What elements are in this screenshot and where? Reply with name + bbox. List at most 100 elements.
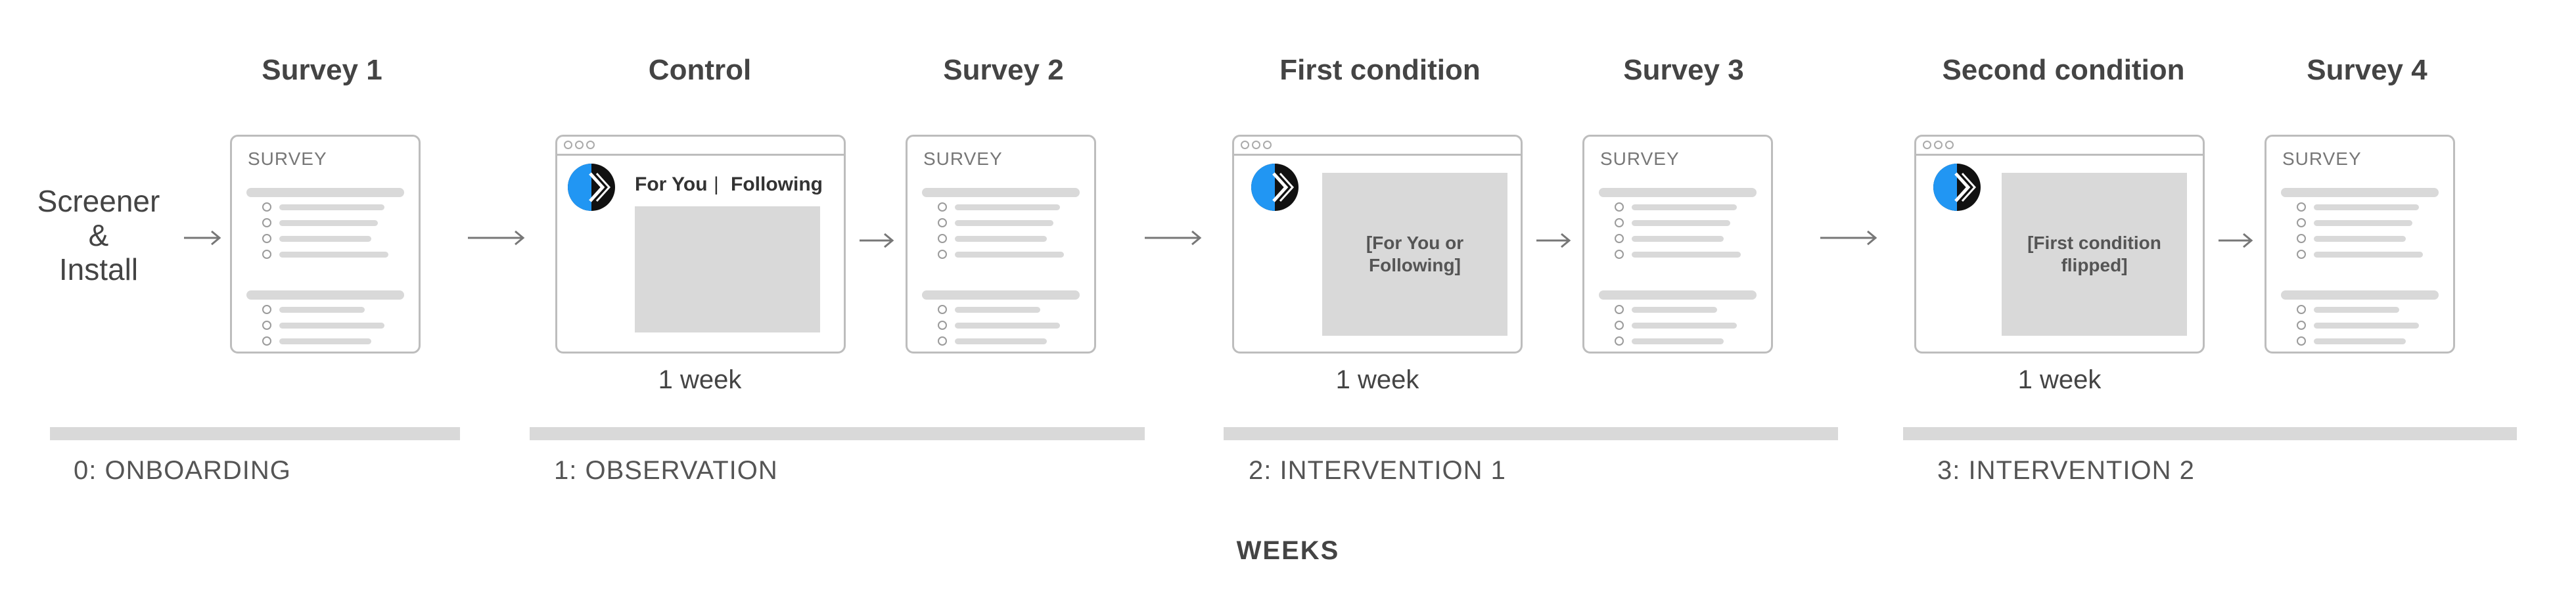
question-bar bbox=[1599, 290, 1757, 300]
radio-option-icon bbox=[938, 321, 947, 330]
stage-title-survey-1: Survey 1 bbox=[262, 54, 382, 86]
duration-second-condition: 1 week bbox=[2017, 365, 2102, 394]
survey-card-1: SURVEY bbox=[230, 135, 421, 354]
radio-option-icon bbox=[262, 202, 271, 212]
radio-option-icon bbox=[938, 202, 947, 212]
window-dot-icon bbox=[1241, 141, 1249, 149]
option-line bbox=[2314, 323, 2419, 329]
radio-option-icon bbox=[938, 336, 947, 346]
option-line bbox=[1632, 204, 1737, 210]
question-bar bbox=[246, 290, 404, 300]
option-line bbox=[955, 338, 1047, 344]
question-bar bbox=[246, 188, 404, 197]
phase-bar-observation bbox=[530, 427, 1145, 440]
option-line bbox=[1632, 307, 1717, 313]
option-line bbox=[955, 252, 1064, 258]
option-line bbox=[955, 220, 1053, 226]
radio-option-icon bbox=[262, 218, 271, 227]
option-line bbox=[955, 307, 1040, 313]
window-dot-icon bbox=[575, 141, 584, 149]
first-condition-text-line-1: [For You or bbox=[1366, 233, 1464, 253]
radio-option-icon bbox=[262, 305, 271, 314]
option-line bbox=[955, 236, 1047, 242]
second-condition-text-line-1: [First condition bbox=[2027, 233, 2161, 253]
radio-option-icon bbox=[1615, 305, 1624, 314]
question-bar bbox=[2281, 188, 2439, 197]
screener-line-3: Install bbox=[58, 252, 139, 286]
window-dot-icon bbox=[564, 141, 572, 149]
tab-separator: | bbox=[714, 173, 719, 195]
option-line bbox=[2314, 252, 2423, 258]
radio-option-icon bbox=[262, 336, 271, 346]
option-line bbox=[2314, 338, 2406, 344]
duration-control: 1 week bbox=[658, 365, 742, 394]
option-line bbox=[279, 323, 384, 329]
option-line bbox=[955, 323, 1060, 329]
second-condition-feed-placeholder: [First condition flipped] bbox=[2002, 173, 2187, 336]
window-dot-icon bbox=[1945, 141, 1954, 149]
survey-card-label: SURVEY bbox=[248, 148, 327, 169]
radio-option-icon bbox=[2297, 305, 2306, 314]
option-line bbox=[1632, 252, 1741, 258]
radio-option-icon bbox=[1615, 218, 1624, 227]
option-line bbox=[1632, 338, 1724, 344]
tab-following: Following bbox=[731, 173, 823, 195]
arrow-right-icon bbox=[184, 230, 221, 246]
first-condition-text-line-2: Following] bbox=[1369, 255, 1461, 275]
radio-option-icon bbox=[2297, 202, 2306, 212]
radio-option-icon bbox=[1615, 202, 1624, 212]
stage-title-survey-4: Survey 4 bbox=[2307, 54, 2427, 86]
screener-install-label: Screener & Install bbox=[26, 184, 171, 286]
radio-option-icon bbox=[2297, 218, 2306, 227]
radio-option-icon bbox=[2297, 321, 2306, 330]
duration-first-condition: 1 week bbox=[1335, 365, 1419, 394]
radio-option-icon bbox=[2297, 234, 2306, 243]
stage-title-survey-3: Survey 3 bbox=[1623, 54, 1744, 86]
phase-label-observation: 1: OBSERVATION bbox=[554, 456, 778, 485]
window-dot-icon bbox=[1923, 141, 1931, 149]
control-feed-placeholder bbox=[635, 206, 820, 332]
question-bar bbox=[922, 290, 1080, 300]
question-bar bbox=[922, 188, 1080, 197]
phase-label-intervention-1: 2: INTERVENTION 1 bbox=[1249, 456, 1506, 485]
second-condition-browser-window: [First condition flipped] bbox=[1914, 135, 2205, 354]
radio-option-icon bbox=[938, 234, 947, 243]
option-line bbox=[2314, 220, 2412, 226]
radio-option-icon bbox=[1615, 234, 1624, 243]
phase-bar-intervention-2 bbox=[1903, 427, 2517, 440]
arrow-right-icon bbox=[1820, 230, 1877, 246]
phase-bar-onboarding bbox=[50, 427, 460, 440]
browser-topbar bbox=[1916, 137, 2203, 156]
option-line bbox=[279, 204, 384, 210]
first-condition-feed-placeholder: [For You or Following] bbox=[1322, 173, 1507, 336]
survey-card-label: SURVEY bbox=[1600, 148, 1680, 169]
option-line bbox=[279, 220, 378, 226]
radio-option-icon bbox=[938, 305, 947, 314]
survey-card-label: SURVEY bbox=[923, 148, 1003, 169]
browser-topbar bbox=[1234, 137, 1521, 156]
arrow-right-icon bbox=[860, 233, 894, 248]
option-line bbox=[955, 204, 1060, 210]
control-browser-window: For You | Following bbox=[555, 135, 846, 354]
radio-option-icon bbox=[2297, 250, 2306, 259]
x-logo-icon bbox=[1933, 164, 1981, 211]
phase-label-onboarding: 0: ONBOARDING bbox=[74, 456, 291, 485]
screener-line-1: Screener bbox=[37, 184, 160, 218]
phase-bar-intervention-1 bbox=[1224, 427, 1838, 440]
option-line bbox=[2314, 204, 2419, 210]
question-bar bbox=[2281, 290, 2439, 300]
arrow-right-icon bbox=[1536, 233, 1571, 248]
option-line bbox=[1632, 236, 1724, 242]
second-condition-text-line-2: flipped] bbox=[2061, 255, 2128, 275]
option-line bbox=[1632, 220, 1730, 226]
tab-for-you: For You bbox=[635, 173, 708, 195]
screener-line-2: & bbox=[88, 218, 109, 252]
radio-option-icon bbox=[1615, 250, 1624, 259]
stage-title-first-condition: First condition bbox=[1279, 54, 1481, 86]
survey-card-3: SURVEY bbox=[1582, 135, 1773, 354]
x-logo-icon bbox=[1251, 164, 1299, 211]
radio-option-icon bbox=[2297, 336, 2306, 346]
option-line bbox=[279, 307, 365, 313]
option-line bbox=[1632, 323, 1737, 329]
survey-card-2: SURVEY bbox=[906, 135, 1096, 354]
